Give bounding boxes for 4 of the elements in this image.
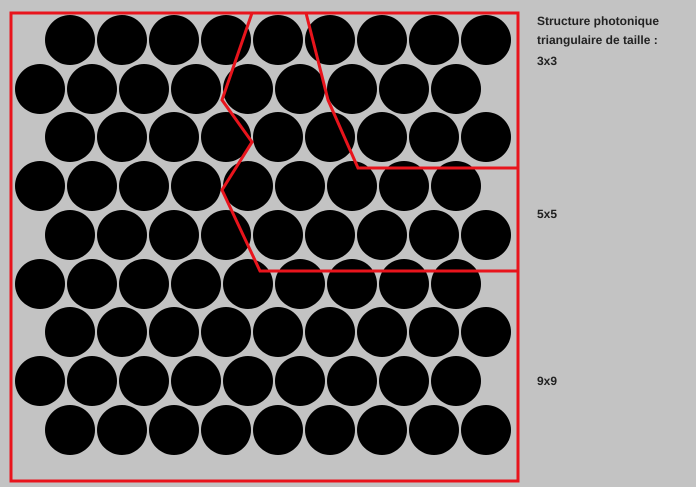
heading: Structure photonique triangulaire de taille : [537, 13, 660, 49]
size-label: 5x5 [537, 206, 558, 223]
size-label: 3x3 [537, 53, 558, 70]
size-label: 9x9 [537, 373, 558, 390]
